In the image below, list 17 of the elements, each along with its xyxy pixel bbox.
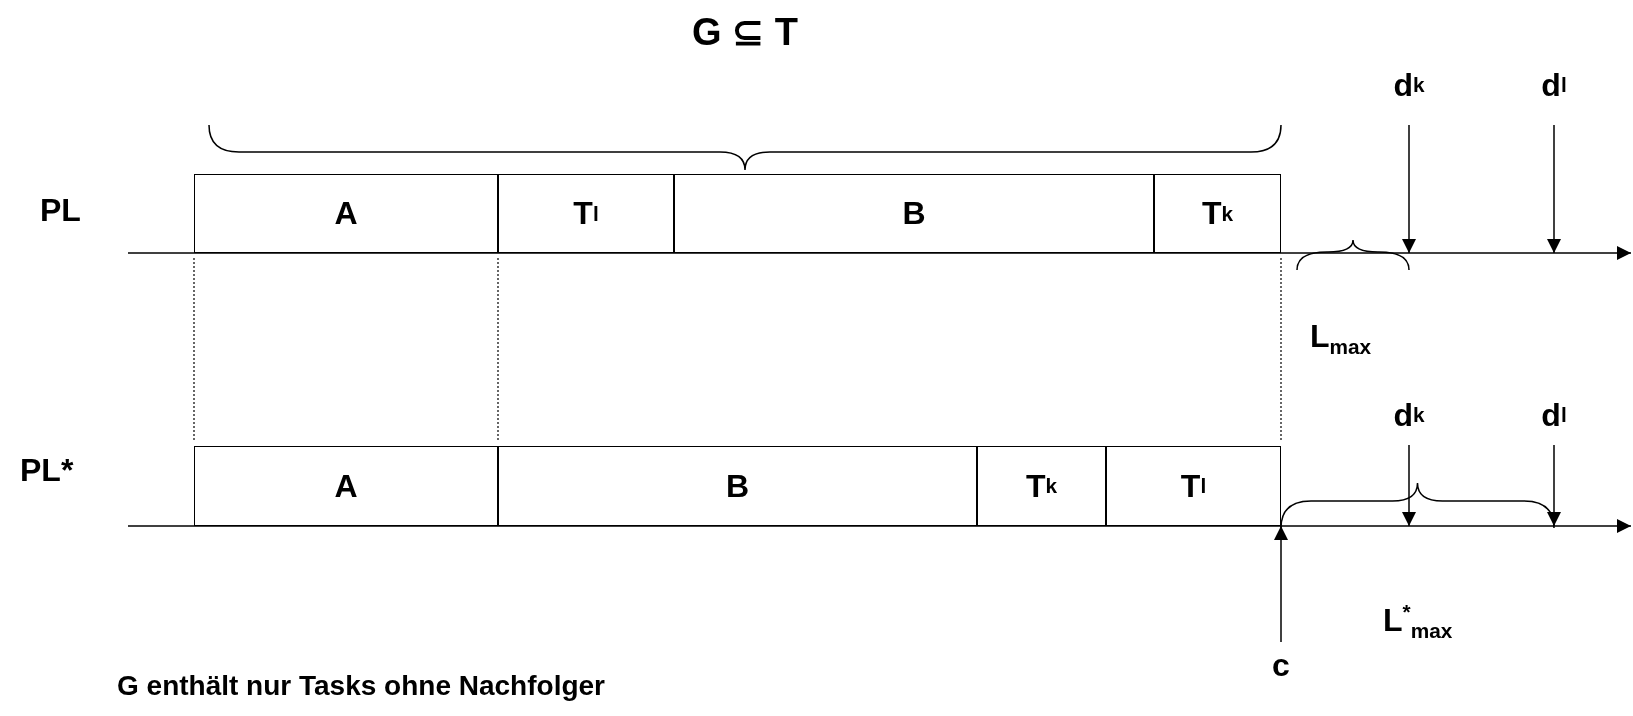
row-label: PL* bbox=[20, 452, 74, 489]
arrow bbox=[1547, 444, 1561, 527]
arrow bbox=[1547, 124, 1561, 254]
lateness-label: L$_{max}$ bbox=[1310, 318, 1372, 360]
arrow bbox=[1274, 525, 1288, 643]
arrow bbox=[1402, 124, 1416, 254]
time-axis bbox=[127, 246, 1632, 260]
task-box: A bbox=[194, 446, 498, 526]
label-text: c bbox=[1261, 642, 1301, 688]
note-text: G enthält nur Tasks ohne Nachfolger bbox=[117, 670, 605, 702]
arrow bbox=[1402, 444, 1416, 527]
task-box: B bbox=[674, 174, 1154, 253]
task-box: B bbox=[498, 446, 977, 526]
row-label: PL bbox=[40, 192, 81, 229]
task-box: A bbox=[194, 174, 498, 253]
set-notation-label: G ⊆ T bbox=[692, 10, 798, 54]
time-axis bbox=[127, 519, 1632, 533]
